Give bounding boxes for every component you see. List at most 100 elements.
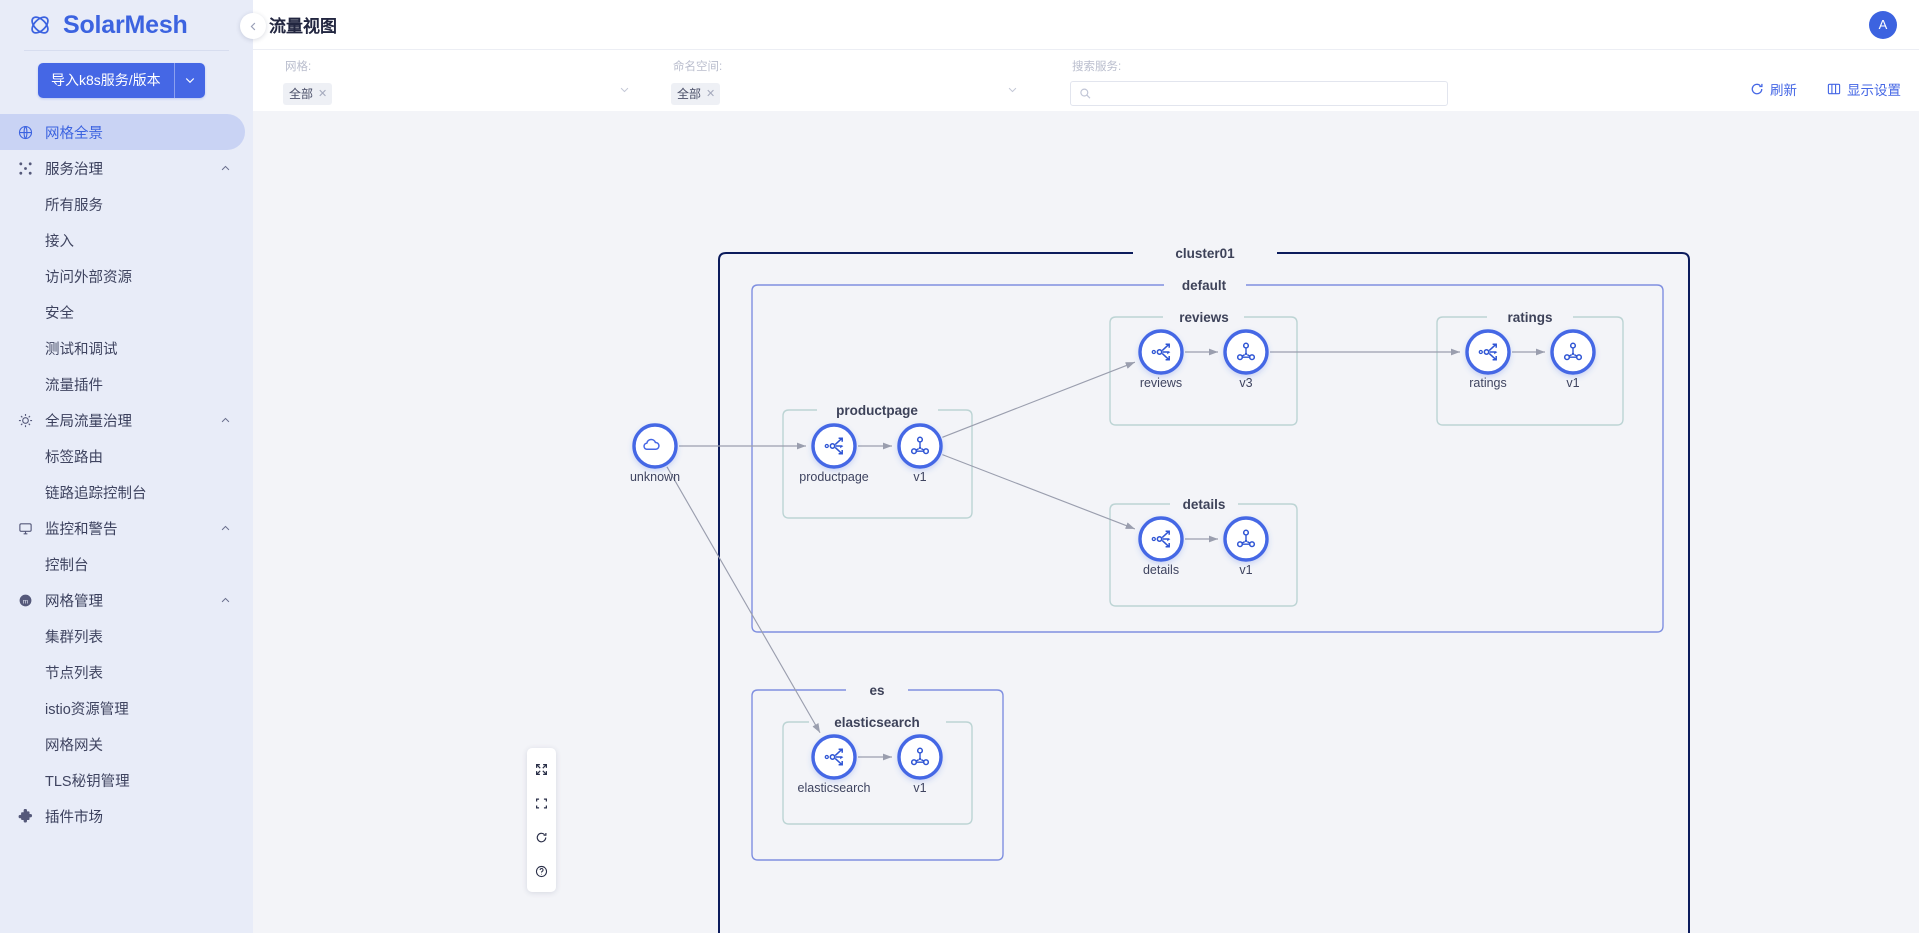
sidebar-item-17[interactable]: 网格网关 [0, 726, 253, 762]
canvas-toolbar [527, 748, 556, 892]
sidebar-item-label: 链路追踪控制台 [45, 485, 147, 502]
reload-graph-button[interactable] [527, 820, 556, 854]
graph-node-ratings-v1[interactable]: v1 [1550, 329, 1596, 390]
graph-node-productpage[interactable]: productpage [799, 423, 869, 484]
brand-name: SolarMesh [63, 10, 188, 39]
sidebar-item-label: 监控和警告 [45, 521, 118, 538]
graph-node-label: v1 [913, 470, 926, 484]
mesh-filter-label: 网格: [285, 61, 312, 73]
graph-node-ratings[interactable]: ratings [1465, 329, 1511, 390]
sidebar-item-9[interactable]: 标签路由 [0, 438, 253, 474]
sidebar-item-label: 节点列表 [45, 665, 103, 682]
sidebar-item-10[interactable]: 链路追踪控制台 [0, 474, 253, 510]
sidebar-item-label: 测试和调试 [45, 341, 118, 358]
chevron-down-icon[interactable] [619, 84, 630, 98]
namespace-box-es[interactable]: es [751, 683, 1004, 861]
brand[interactable]: SolarMesh [0, 0, 253, 50]
import-button-label: 导入k8s服务/版本 [51, 72, 161, 88]
namespace-filter-tag[interactable]: 全部 ✕ [671, 83, 721, 105]
graph-node-details[interactable]: details [1138, 516, 1184, 577]
chevron-up-icon[interactable] [220, 523, 231, 534]
service-graph[interactable]: cluster01 default es productpage reviews [253, 111, 1919, 933]
sidebar-item-15[interactable]: 节点列表 [0, 654, 253, 690]
graph-node-elasticsearch-v1[interactable]: v1 [897, 734, 943, 795]
sidebar-item-6[interactable]: 测试和调试 [0, 330, 253, 366]
namespace-box-default[interactable]: default [751, 278, 1664, 633]
service-box-details[interactable]: details [1109, 497, 1298, 607]
graph-edges [666, 348, 1545, 761]
sidebar-item-16[interactable]: istio资源管理 [0, 690, 253, 726]
graph-node-label: elasticsearch [798, 781, 871, 795]
refresh-button[interactable]: 刷新 [1750, 79, 1797, 99]
expand-graph-button[interactable] [527, 752, 556, 786]
cluster-box-cluster01[interactable]: cluster01 [718, 246, 1690, 933]
namespace-filter: 命名空间: 全部 ✕ [671, 50, 1036, 111]
display-settings-button[interactable]: 显示设置 [1827, 79, 1901, 99]
graph-node-elasticsearch[interactable]: elasticsearch [798, 734, 871, 795]
chevron-down-icon[interactable] [175, 63, 205, 98]
avatar[interactable]: A [1869, 10, 1897, 39]
chevron-up-icon[interactable] [220, 415, 231, 426]
sidebar-item-11[interactable]: 监控和警告 [0, 510, 253, 546]
service-box-label: details [1183, 497, 1226, 512]
mesh-filter-tag-label: 全部 [289, 87, 314, 101]
sidebar-item-12[interactable]: 控制台 [0, 546, 253, 582]
mesh-filter-tag[interactable]: 全部 ✕ [283, 83, 333, 105]
graph-node-reviews-v3[interactable]: v3 [1223, 329, 1269, 390]
sidebar-item-5[interactable]: 安全 [0, 294, 253, 330]
service-box-reviews[interactable]: reviews [1109, 310, 1298, 426]
sidebar-item-2[interactable]: 所有服务 [0, 186, 253, 222]
search-service-filter: 搜索服务: [1070, 50, 1450, 111]
page-title: 流量视图 [269, 17, 337, 36]
close-icon[interactable]: ✕ [318, 88, 328, 100]
chevron-up-icon[interactable] [220, 163, 231, 174]
plugin-icon [14, 808, 36, 824]
search-input[interactable] [1091, 82, 1439, 105]
sidebar-item-14[interactable]: 集群列表 [0, 618, 253, 654]
sidebar-collapse-button[interactable] [240, 13, 266, 39]
sidebar-item-label: 访问外部资源 [45, 269, 132, 286]
sidebar-item-18[interactable]: TLS秘钥管理 [0, 762, 253, 798]
mesh-filter-select[interactable]: 全部 ✕ [283, 83, 333, 105]
fit-to-screen-button[interactable] [527, 786, 556, 820]
chevron-down-icon[interactable] [1007, 84, 1018, 98]
graph-node-label: v1 [1566, 376, 1579, 390]
service-box-ratings[interactable]: ratings [1436, 310, 1624, 426]
help-button[interactable] [527, 854, 556, 888]
import-k8s-service-button[interactable]: 导入k8s服务/版本 [38, 63, 205, 98]
graph-node-unknown[interactable]: unknown [630, 423, 680, 484]
graph-node-label: reviews [1140, 376, 1182, 390]
fit-screen-icon [535, 797, 548, 810]
sidebar-menu: 网格全景服务治理所有服务接入访问外部资源安全测试和调试流量插件全局流量治理标签路… [0, 112, 253, 834]
service-box-productpage[interactable]: productpage [782, 403, 973, 519]
namespace-filter-label: 命名空间: [673, 61, 723, 73]
sidebar-item-3[interactable]: 接入 [0, 222, 253, 258]
namespace-filter-select[interactable]: 全部 ✕ [671, 83, 721, 105]
search-input-wrap[interactable] [1070, 81, 1448, 106]
import-button-separator [173, 63, 175, 98]
main-area: 流量视图 A 网格: 全部 ✕ 命名空间: [240, 0, 1919, 933]
filter-bar: 网格: 全部 ✕ 命名空间: 全部 ✕ [253, 50, 1919, 111]
topbar: 流量视图 A [253, 0, 1919, 50]
action-label: 刷新 [1770, 83, 1797, 98]
sidebar-item-label: 集群列表 [45, 629, 103, 646]
graph-node-reviews[interactable]: reviews [1138, 329, 1184, 390]
chevron-up-icon[interactable] [220, 595, 231, 606]
graph-edge-productpage-v1-to-details [942, 454, 1136, 530]
sidebar-item-19[interactable]: 插件市场 [0, 798, 253, 834]
sidebar-item-label: 插件市场 [45, 809, 103, 826]
graph-node-details-v1[interactable]: v1 [1223, 516, 1269, 577]
sidebar: SolarMesh 导入k8s服务/版本 网格全景服务治理所有服务接入访问外部资… [0, 0, 253, 933]
service-box-elasticsearch[interactable]: elasticsearch [782, 715, 973, 825]
namespace-label: default [1182, 278, 1227, 293]
graph-node-productpage-v1[interactable]: v1 [897, 423, 943, 484]
sidebar-item-4[interactable]: 访问外部资源 [0, 258, 253, 294]
sidebar-item-8[interactable]: 全局流量治理 [0, 402, 253, 438]
graph-canvas[interactable]: cluster01 default es productpage reviews [253, 111, 1919, 933]
close-icon[interactable]: ✕ [706, 88, 716, 100]
sidebar-item-1[interactable]: 服务治理 [0, 150, 253, 186]
sidebar-item-0[interactable]: 网格全景 [0, 114, 245, 150]
sidebar-item-7[interactable]: 流量插件 [0, 366, 253, 402]
